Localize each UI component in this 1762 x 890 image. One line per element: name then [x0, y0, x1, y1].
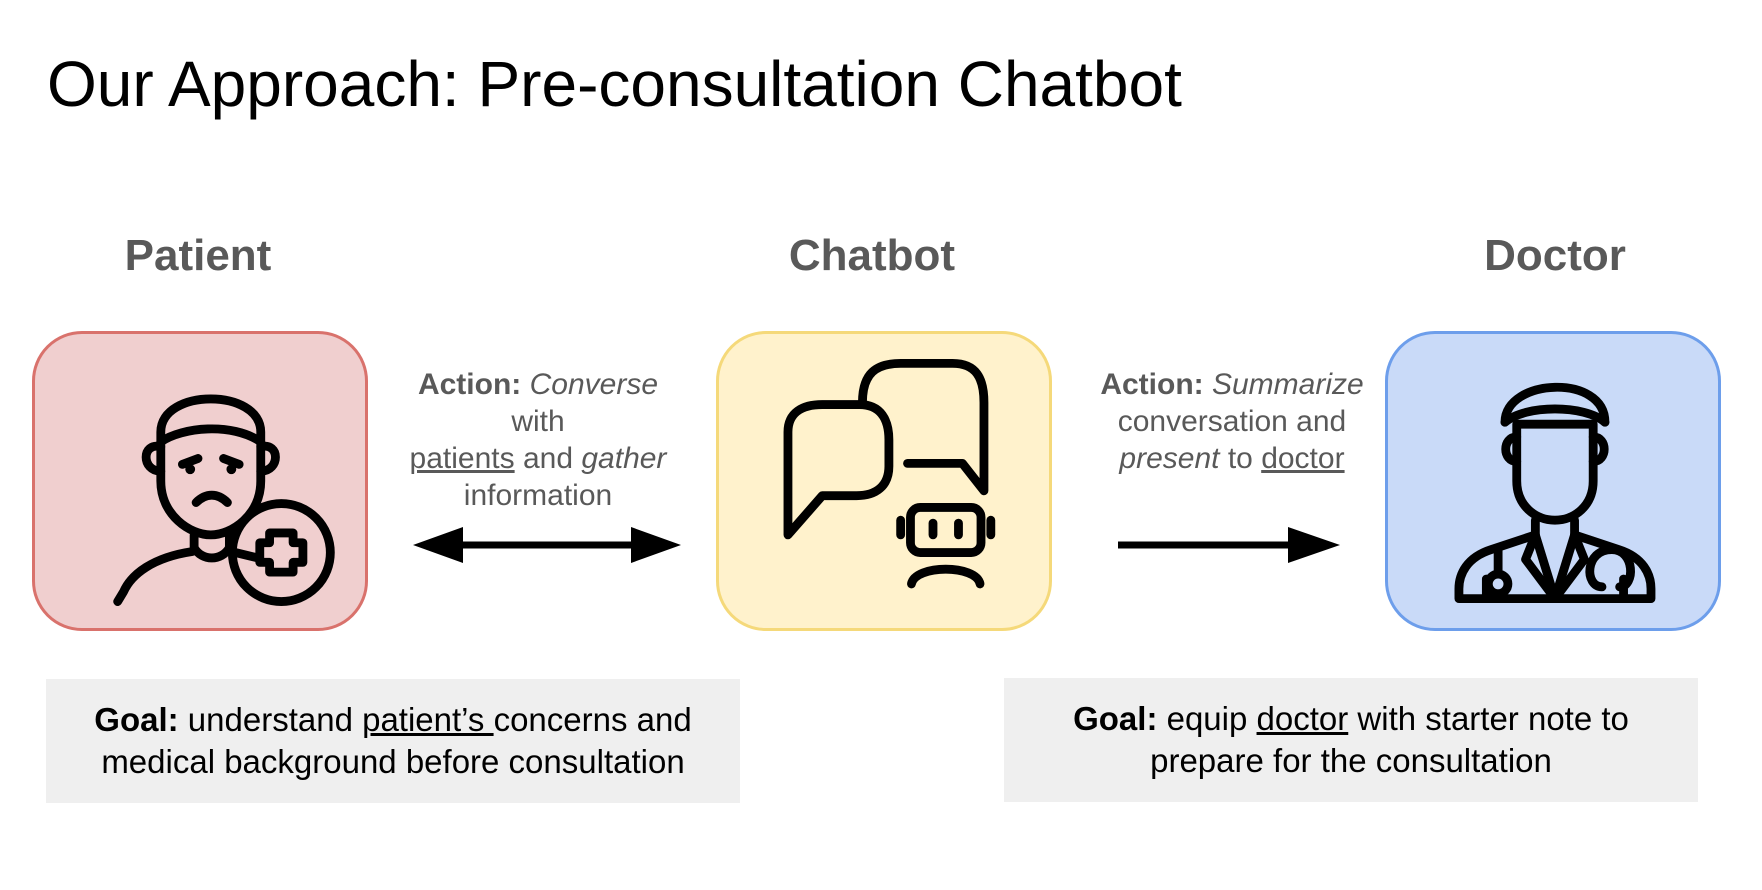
- role-label-patient: Patient: [124, 231, 272, 280]
- action-left-word2: with: [511, 405, 565, 438]
- goal-right-underlined: doctor: [1256, 700, 1349, 737]
- patient-box: [32, 331, 368, 631]
- action-right-word1: Summarize: [1211, 368, 1364, 401]
- chatbot-box: [716, 331, 1052, 631]
- action-left-word4: and: [514, 442, 582, 475]
- goal-left-prefix: Goal:: [94, 701, 179, 738]
- goal-left-underlined: patient’s: [362, 701, 494, 738]
- goal-right-prefix: Goal:: [1073, 700, 1158, 737]
- sick-patient-icon: [113, 394, 335, 606]
- page-title: Our Approach: Pre-consultation Chatbot: [47, 48, 1182, 120]
- goal-right-text2: with starter note to: [1348, 700, 1629, 737]
- right-arrow: [1118, 527, 1340, 563]
- role-label-doctor: Doctor: [1484, 231, 1626, 280]
- action-left-word5: gather: [581, 442, 667, 475]
- goal-box-left: Goal: understand patient’s concerns and …: [46, 679, 740, 803]
- chatbot-icon: [783, 358, 996, 589]
- goal-right-text3: prepare for the consultation: [1150, 742, 1552, 779]
- doctor-icon: [1454, 382, 1656, 604]
- action-text-left: Action: Converse with patients and gathe…: [388, 366, 688, 514]
- role-label-chatbot: Chatbot: [788, 231, 956, 280]
- goal-box-right: Goal: equip doctor with starter note to …: [1004, 678, 1698, 802]
- action-right-word2: conversation and: [1117, 405, 1347, 438]
- action-right-word4: to: [1219, 442, 1262, 475]
- action-right-word3: present: [1119, 442, 1220, 475]
- doctor-box: [1385, 331, 1721, 631]
- action-left-word3: patients: [409, 442, 515, 475]
- goal-right-text1: equip: [1157, 700, 1257, 737]
- action-left-word1: Converse: [529, 368, 659, 401]
- action-left-prefix: Action:: [417, 368, 522, 401]
- action-right-word5: doctor: [1261, 442, 1345, 475]
- goal-left-text2: concerns and: [493, 701, 692, 738]
- goal-left-text3: medical background before consultation: [101, 743, 685, 780]
- action-text-right: Action: Summarize conversation and prese…: [1082, 366, 1382, 477]
- action-right-prefix: Action:: [1100, 368, 1204, 401]
- double-arrow: [413, 527, 681, 563]
- goal-left-text1: understand: [178, 701, 363, 738]
- action-left-word6: information: [463, 479, 613, 512]
